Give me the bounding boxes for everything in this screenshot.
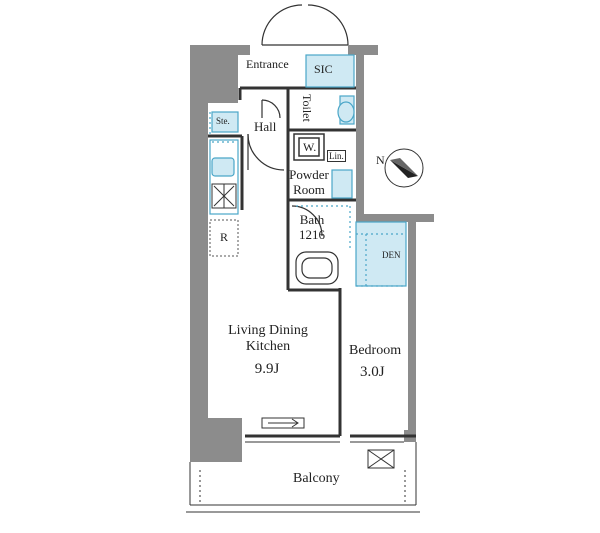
exterior-walls [190, 45, 434, 462]
linen-label: Lin. [327, 150, 346, 163]
entrance-label: Entrance [246, 57, 289, 71]
den-label: DEN [382, 250, 401, 260]
hall-label: Hall [254, 119, 277, 134]
bath-label: Bath [299, 212, 325, 227]
powder-room-label: Powder Room [289, 167, 329, 197]
refrigerator-mark: R [220, 230, 229, 244]
washer-box [293, 133, 325, 161]
refrigerator-space [209, 219, 239, 257]
storage-label: Ste. [216, 116, 230, 126]
ldk-size-label: 9.9J [254, 361, 280, 377]
balcony-label: Balcony [293, 471, 340, 486]
bath-size-label: 1216 [299, 227, 325, 242]
dotted-lines [209, 112, 406, 287]
fixtures [209, 54, 407, 287]
door-swings [247, 4, 349, 237]
bedroom-label: Bedroom [349, 343, 402, 358]
toilet-label: Toilet [299, 94, 314, 122]
compass-north-label: N [376, 153, 385, 167]
ldk-label: Living Dining Kitchen [228, 323, 308, 355]
bedroom-size-label: 3.0J [360, 364, 385, 380]
cooktop [211, 183, 237, 209]
compass-icon [384, 148, 424, 188]
sic-label: SIC [314, 62, 333, 76]
windows [245, 417, 404, 443]
washer-label: W. [303, 140, 317, 154]
balcony-outline [186, 442, 420, 513]
